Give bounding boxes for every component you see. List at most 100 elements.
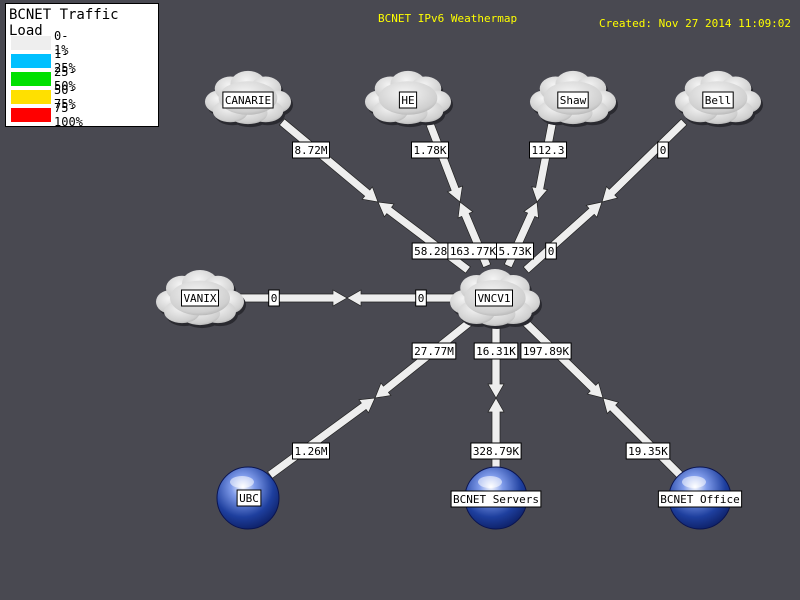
link-arrow-canarie-out [278, 118, 379, 203]
legend-swatch [11, 108, 51, 122]
link-label-bell-in-text: 0 [548, 245, 555, 258]
node-label-he-box [398, 91, 418, 109]
link-label-bcnet-servers-out-box [470, 442, 522, 460]
sphere-highlight [478, 476, 502, 488]
node-label-bcnet-servers: BCNET Servers [450, 490, 542, 508]
node-label-shaw: Shaw [557, 91, 589, 109]
link-label-bcnet-servers-in: 16.31K [473, 342, 519, 360]
link-arrow-he-out [425, 122, 463, 203]
legend-row: 1-25% [11, 47, 76, 75]
link-label-bcnet-office-out-text: 19.35K [628, 445, 668, 458]
link-label-shaw-out-text: 112.3 [531, 144, 564, 157]
created-timestamp: Created: Nov 27 2014 11:09:02 [599, 17, 792, 30]
legend-label: 75-100% [54, 101, 83, 129]
link-label-shaw-out: 112.3 [529, 141, 567, 159]
link-label-he-in: 163.77K [447, 242, 499, 260]
link-label-he-out-box [411, 141, 449, 159]
legend-swatch [11, 54, 51, 68]
node-label-vanix-box [181, 289, 219, 307]
legend-swatch [11, 90, 51, 104]
legend-label: 25-50% [54, 65, 76, 93]
link-label-canarie-in-text: 58.28M [414, 245, 454, 258]
legend-swatch [11, 72, 51, 86]
link-label-bell-in: 0 [545, 242, 557, 260]
legend-row: 50-75% [11, 83, 76, 111]
link-arrow-bcnet-office-out [602, 397, 684, 479]
link-label-canarie-out-box [292, 141, 330, 159]
node-he[interactable] [364, 70, 454, 128]
link-label-bcnet-office-out-box [625, 442, 671, 460]
link-label-canarie-out: 8.72M [292, 141, 330, 159]
link-label-shaw-out-box [529, 141, 567, 159]
link-label-vanix-out-box [268, 289, 280, 307]
legend-label: 1-25% [54, 47, 76, 75]
link-label-ubc-in: 27.77M [411, 342, 457, 360]
link-label-bell-out-text: 0 [660, 144, 667, 157]
node-label-bell: Bell [702, 91, 734, 109]
link-label-vanix-in-box [415, 289, 427, 307]
node-label-shaw-box [557, 91, 589, 109]
node-label-shaw-text: Shaw [560, 94, 587, 107]
legend-title: BCNET Traffic Load [9, 7, 119, 39]
link-label-bcnet-servers-out: 328.79K [470, 442, 522, 460]
legend-row: 25-50% [11, 65, 76, 93]
link-arrow-ubc-out [267, 397, 376, 479]
link-label-he-in-text: 163.77K [450, 245, 497, 258]
node-label-vanix: VANIX [181, 289, 219, 307]
link-label-ubc-out-text: 1.26M [294, 445, 327, 458]
link-label-bcnet-office-in-text: 197.89K [523, 345, 570, 358]
link-label-he-out-text: 1.78K [413, 144, 446, 157]
link-label-bcnet-office-in-box [520, 342, 572, 360]
link-label-bcnet-office-in: 197.89K [520, 342, 572, 360]
node-label-bcnet-office-box [657, 490, 743, 508]
node-label-bcnet-office-text: BCNET Office [660, 493, 739, 506]
link-label-shaw-in: 5.73K [496, 242, 534, 260]
node-label-bell-box [702, 91, 734, 109]
link-arrow-bell-in [522, 201, 603, 274]
legend-label: 0-1% [54, 29, 69, 57]
node-label-canarie-text: CANARIE [225, 94, 271, 107]
link-label-vanix-in: 0 [415, 289, 427, 307]
link-label-vanix-out: 0 [268, 289, 280, 307]
link-label-bell-out-box [657, 141, 669, 159]
node-label-ubc-text: UBC [239, 492, 259, 505]
map-title: BCNET IPv6 Weathermap [378, 12, 518, 25]
link-label-bcnet-servers-in-box [473, 342, 519, 360]
node-label-he-text: HE [401, 94, 414, 107]
legend-label: 50-75% [54, 83, 76, 111]
node-label-canarie-box [222, 91, 274, 109]
link-label-ubc-in-text: 27.77M [414, 345, 454, 358]
node-label-vncv1-text: VNCV1 [477, 292, 510, 305]
link-label-shaw-in-text: 5.73K [498, 245, 531, 258]
node-label-vncv1-box [475, 289, 513, 307]
link-label-bcnet-office-out: 19.35K [625, 442, 671, 460]
node-label-bcnet-office: BCNET Office [657, 490, 743, 508]
link-label-vanix-in-text: 0 [418, 292, 425, 305]
node-label-vanix-text: VANIX [183, 292, 216, 305]
legend-row: 0-1% [11, 29, 68, 57]
node-label-bcnet-servers-box [450, 490, 542, 508]
link-arrow-bell-out [601, 118, 688, 203]
link-label-shaw-in-box [496, 242, 534, 260]
node-label-canarie: CANARIE [222, 91, 274, 109]
node-label-he: HE [398, 91, 418, 109]
node-label-vncv1: VNCV1 [475, 289, 513, 307]
node-label-bcnet-servers-text: BCNET Servers [453, 493, 539, 506]
legend: BCNET Traffic Load 0-1% 1-25% 25-50% 50-… [5, 3, 159, 129]
link-label-bell-in-box [545, 242, 557, 260]
link-arrow-vanix-in [346, 289, 456, 307]
node-label-bell-text: Bell [705, 94, 732, 107]
link-arrow-vanix-out [239, 289, 348, 307]
node-label-ubc-box [236, 489, 262, 507]
link-label-bcnet-servers-out-text: 328.79K [473, 445, 520, 458]
legend-swatch [11, 36, 51, 50]
link-arrow-bcnet-servers-in [487, 327, 505, 399]
link-arrow-canarie-in [377, 201, 471, 274]
cloud-icon [364, 70, 454, 128]
link-label-he-out: 1.78K [411, 141, 449, 159]
sphere-highlight [682, 476, 706, 488]
link-label-canarie-out-text: 8.72M [294, 144, 327, 157]
sphere-highlight [230, 476, 254, 488]
link-label-ubc-out: 1.26M [292, 442, 330, 460]
